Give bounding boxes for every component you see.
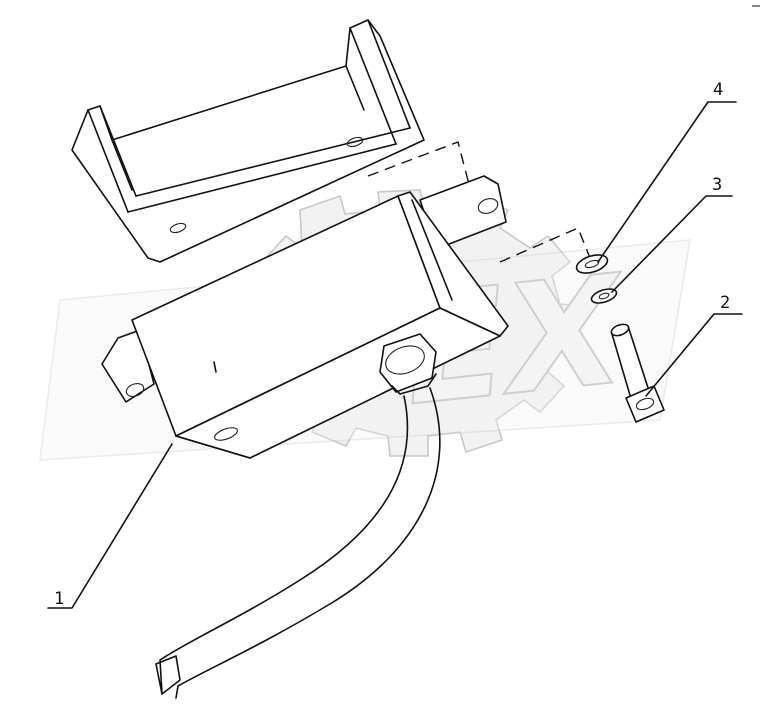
callout-number: 1 (54, 589, 64, 609)
callout-number: 2 (720, 293, 730, 313)
bolt-tip (610, 323, 630, 337)
bracket-hole-left (169, 222, 187, 234)
cable-end (155, 655, 181, 695)
mount-ear-right-hole (477, 198, 499, 214)
callout-number: 4 (713, 80, 723, 100)
cable-gland-face (385, 345, 425, 375)
spring-washer-hole (598, 292, 610, 300)
callout-4: 4 (597, 80, 737, 263)
box-base-hole (214, 427, 238, 441)
cable-gland-nut (379, 333, 437, 393)
spring-washer (590, 288, 618, 304)
callout-3: 3 (611, 175, 733, 293)
bolt (610, 323, 665, 423)
mounting-bracket (71, 19, 425, 263)
bolt-socket (635, 397, 655, 411)
cable-edge-b (175, 387, 441, 699)
box-side (397, 191, 509, 337)
bracket-body (71, 19, 425, 263)
mount-ear-left-hole (125, 383, 145, 397)
bolt-head (625, 385, 665, 423)
bracket-hole-right (346, 136, 364, 148)
callout-number: 3 (712, 175, 722, 195)
cable-edge-a (159, 395, 409, 695)
callout-2: 2 (645, 293, 743, 397)
cable-assembly (155, 333, 441, 699)
callout-1: 1 (47, 443, 173, 609)
spring-washer-outer (590, 288, 618, 304)
